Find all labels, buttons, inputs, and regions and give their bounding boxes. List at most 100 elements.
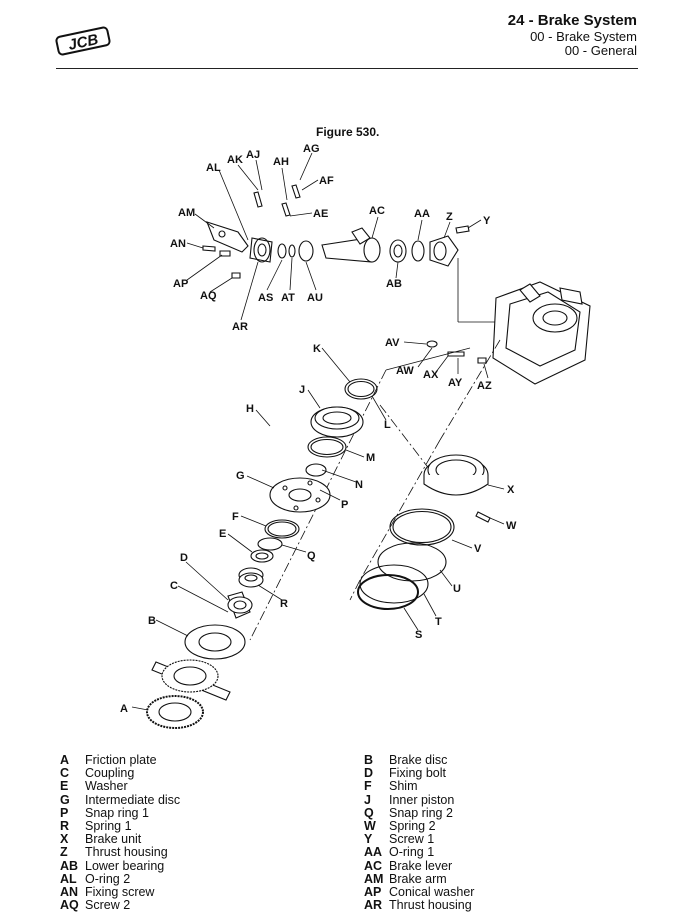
legend-text: Snap ring 1 — [85, 805, 149, 820]
legend-text: Intermediate disc — [85, 792, 181, 807]
jcb-logo: JCB — [55, 26, 111, 56]
legend-text: Snap ring 2 — [389, 805, 453, 820]
legend-code: Z — [60, 845, 68, 860]
legend-row: F Shim — [364, 780, 474, 793]
label-aq: AQ — [200, 290, 217, 302]
header-rule — [56, 68, 638, 69]
small-screws-upper — [202, 184, 301, 279]
label-x: X — [507, 484, 515, 496]
label-t: T — [435, 616, 442, 628]
label-az: AZ — [477, 380, 492, 392]
label-ak: AK — [227, 154, 243, 166]
legend-code: F — [364, 779, 372, 794]
legend-code: P — [60, 805, 69, 820]
label-q: Q — [307, 550, 316, 562]
label-s: S — [415, 629, 422, 641]
chapter-title: 24 - Brake System — [507, 12, 637, 29]
subsection-title: 00 - General — [564, 43, 637, 58]
label-b: B — [148, 615, 156, 627]
legend-text: O-ring 2 — [85, 871, 131, 886]
thrust-housing-z — [429, 225, 470, 267]
legend-code: E — [60, 779, 69, 794]
legend-text: Lower bearing — [85, 858, 165, 873]
label-u: U — [453, 583, 461, 595]
label-j: J — [299, 384, 305, 396]
legend-code: AC — [364, 858, 383, 873]
legend-text: Thrust housing — [389, 898, 472, 913]
label-ah: AH — [273, 156, 289, 168]
legend-code: AL — [60, 871, 77, 886]
inner-piston-j — [310, 406, 364, 438]
legend-text: Brake disc — [389, 753, 448, 767]
label-aj: AJ — [246, 149, 260, 161]
leaders-upper — [186, 152, 497, 323]
label-p: P — [341, 499, 348, 511]
legend-code: Y — [364, 832, 373, 847]
label-ay: AY — [448, 377, 463, 389]
legend-text: O-ring 1 — [389, 845, 435, 860]
legend-text: Washer — [85, 779, 128, 794]
label-a: A — [120, 703, 128, 715]
label-n: N — [355, 479, 363, 491]
legend-code: A — [60, 753, 70, 767]
legend-row: AR Thrust housing — [364, 899, 474, 912]
thrust-housing-upper — [249, 237, 273, 263]
section-title: 00 - Brake System — [530, 29, 637, 44]
label-r: R — [280, 598, 288, 610]
screws-av-az — [426, 340, 487, 364]
legend-text: Inner piston — [389, 792, 455, 807]
brake-lever-shaft — [321, 227, 381, 263]
label-d: D — [180, 552, 188, 564]
legend-code: R — [60, 819, 70, 834]
legend-code: AQ — [60, 898, 79, 913]
legend-code: AP — [364, 885, 382, 900]
label-at: AT — [281, 292, 295, 304]
page-header: 24 - Brake System 00 - Brake System 00 -… — [508, 12, 637, 58]
legend-row: P Snap ring 1 — [60, 805, 180, 820]
legend-text: Shim — [389, 779, 418, 794]
label-w: W — [506, 520, 517, 532]
legend-text: Fixing bolt — [389, 766, 446, 781]
label-as: AS — [258, 292, 273, 304]
label-g: G — [236, 470, 245, 482]
legend-code: AR — [364, 898, 383, 913]
legend-text: Brake unit — [85, 832, 142, 847]
legend-row: J Inner piston — [364, 792, 474, 807]
label-aw: AW — [396, 365, 414, 377]
brake-unit-x — [423, 454, 489, 496]
legend-text: Fixing screw — [85, 885, 155, 900]
label-e: E — [219, 528, 226, 540]
legend-code: J — [364, 792, 371, 807]
label-am: AM — [178, 207, 195, 219]
legend-text: Brake lever — [389, 858, 453, 873]
label-ae: AE — [313, 208, 328, 220]
legend-text: Conical washer — [389, 885, 475, 900]
label-z: Z — [446, 211, 453, 223]
legend-code: AN — [60, 885, 79, 900]
ring-v — [389, 508, 455, 546]
label-ac: AC — [369, 205, 385, 217]
label-af: AF — [319, 175, 334, 187]
legend-row: AP Conical washer — [364, 885, 475, 900]
legend-code: AB — [60, 858, 79, 873]
legend-code: W — [364, 819, 376, 834]
legend-code: Q — [364, 805, 374, 820]
legend-row: AB Lower bearing — [60, 858, 180, 873]
spring-w — [475, 511, 491, 523]
legend-text: Screw 1 — [389, 832, 435, 847]
legend-code: C — [60, 766, 70, 781]
o-rings-upper — [277, 240, 314, 262]
friction-plates-a — [146, 659, 231, 729]
label-h: H — [246, 403, 254, 415]
legend-code: X — [60, 832, 69, 847]
ring-t-s — [357, 564, 429, 610]
ring-m — [307, 436, 347, 458]
brake-exploded-diagram: AG AJ AH AK AL AF AM AE AC AA Z Y AN AB … — [120, 143, 591, 729]
